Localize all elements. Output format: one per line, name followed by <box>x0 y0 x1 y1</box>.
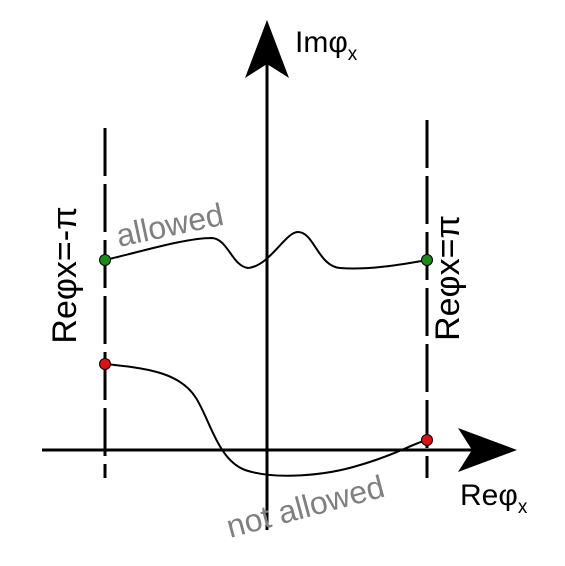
not-allowed-region-label: not allowed <box>222 468 388 545</box>
allowed-right-point <box>421 254 433 266</box>
vertical-axis-arrowhead <box>245 20 289 78</box>
right-boundary-label: Reφx=π <box>429 215 467 341</box>
left-boundary-label: Reφx=-π <box>46 206 84 343</box>
allowed-left-point <box>99 254 111 266</box>
allowed-region-label: allowed <box>113 196 227 254</box>
not-allowed-left-point <box>99 358 111 370</box>
horizontal-axis-label: Reφx <box>460 479 528 518</box>
horizontal-axis-arrowhead <box>458 428 517 472</box>
not-allowed-right-point <box>421 434 433 446</box>
vertical-axis-label: Imφx <box>295 26 358 65</box>
not-allowed-curve <box>104 363 428 477</box>
allowed-curve <box>104 230 428 270</box>
